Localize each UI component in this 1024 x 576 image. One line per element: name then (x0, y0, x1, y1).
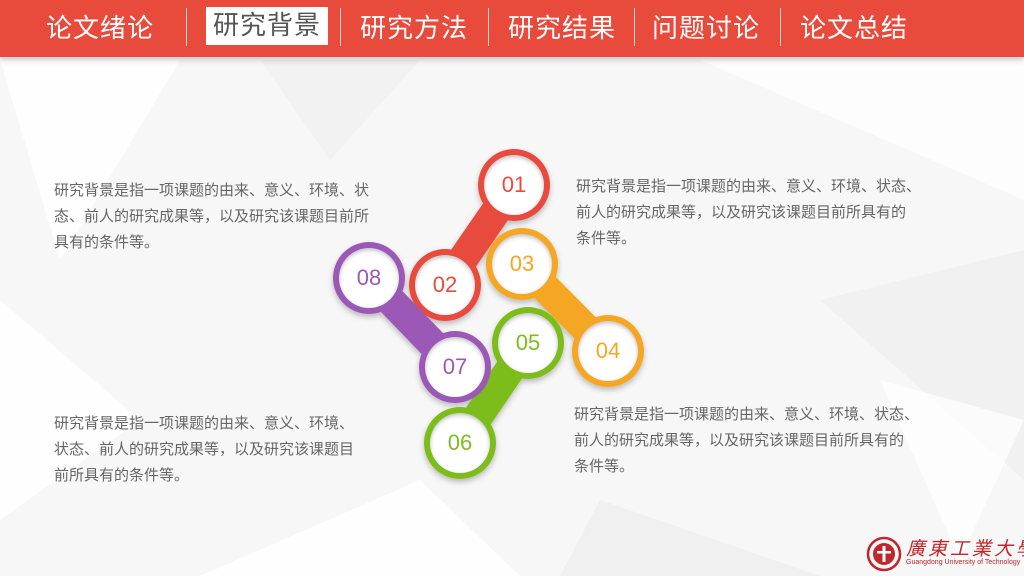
step-number: 03 (509, 251, 535, 276)
text-line: 具有的条件等。 (54, 233, 160, 251)
text-line: 研究背景是指一项课题的由来、意义、环境、状态、 (574, 405, 920, 423)
university-name-en: Guangdong University of Technology (906, 559, 1021, 566)
text-line: 研究背景是指一项课题的由来、意义、环境、状态、 (576, 177, 922, 195)
text-block-bottom-left: 研究背景是指一项课题的由来、意义、环境、 状态、前人的研究成果等，以及研究该课题… (54, 410, 354, 488)
step-badge-01: 01 (484, 155, 544, 215)
step-badge-03: 03 (492, 234, 552, 294)
top-nav-bar: 论文绪论 研究背景 研究方法 研究结果 问题讨论 论文总结 (0, 0, 1024, 57)
step-number: 07 (442, 354, 468, 379)
university-logo: 廣東工業大學 Guangdong University of Technolog… (866, 534, 1024, 574)
step-badge-05: 05 (498, 313, 558, 373)
step-number: 05 (515, 330, 541, 355)
nav-tab-label: 研究结果 (507, 13, 616, 44)
text-line: 前人的研究成果等，以及研究该课题目前所具有的 (576, 203, 907, 221)
step-number: 08 (356, 265, 382, 290)
step-number: 04 (595, 338, 621, 363)
nav-divider (488, 8, 489, 46)
text-line: 研究背景是指一项课题的由来、意义、环境、状 (54, 181, 370, 199)
text-line: 前所具有的条件等。 (54, 466, 190, 484)
step-number: 01 (501, 172, 527, 197)
nav-tab-label: 问题讨论 (651, 13, 760, 44)
nav-tab-results[interactable]: 研究结果 (492, 0, 632, 52)
nav-tab-label: 论文绪论 (45, 13, 154, 44)
step-badge-04: 04 (578, 321, 638, 381)
step-badge-02: 02 (415, 255, 475, 315)
text-line: 前人的研究成果等，以及研究该课题目前所具有的 (574, 431, 905, 449)
nav-divider (634, 8, 635, 46)
step-badge-08: 08 (339, 248, 399, 308)
step-number: 06 (447, 430, 473, 455)
text-line: 态、前人的研究成果等，以及研究该课题目前所 (54, 207, 370, 225)
step-number: 02 (432, 272, 458, 297)
nav-divider (780, 8, 781, 46)
nav-divider (340, 8, 341, 46)
nav-divider (186, 8, 187, 46)
nav-tab-label: 研究方法 (359, 13, 468, 44)
university-seal-icon (866, 536, 902, 572)
text-block-bottom-right: 研究背景是指一项课题的由来、意义、环境、状态、 前人的研究成果等，以及研究该课题… (574, 401, 919, 479)
step-badge-07: 07 (425, 337, 485, 397)
nav-tab-method[interactable]: 研究方法 (344, 0, 484, 52)
text-line: 条件等。 (576, 229, 637, 247)
text-line: 条件等。 (574, 457, 635, 475)
step-badge-06: 06 (430, 413, 490, 473)
text-line: 状态、前人的研究成果等，以及研究该课题目 (54, 440, 355, 458)
text-line: 研究背景是指一项课题的由来、意义、环境、 (54, 414, 355, 432)
university-name-cn: 廣東工業大學 (906, 538, 1024, 560)
nav-tab-label: 研究背景 (205, 7, 328, 45)
nav-tab-discussion[interactable]: 问题讨论 (636, 0, 776, 52)
nav-tab-background[interactable]: 研究背景 (194, 0, 340, 52)
text-block-top-right: 研究背景是指一项课题的由来、意义、环境、状态、 前人的研究成果等，以及研究该课题… (576, 173, 921, 251)
nav-tab-intro[interactable]: 论文绪论 (20, 0, 180, 52)
nav-tab-label: 论文总结 (799, 13, 908, 44)
nav-tab-summary[interactable]: 论文总结 (784, 0, 924, 52)
text-block-top-left: 研究背景是指一项课题的由来、意义、环境、状 态、前人的研究成果等，以及研究该课题… (54, 177, 369, 255)
